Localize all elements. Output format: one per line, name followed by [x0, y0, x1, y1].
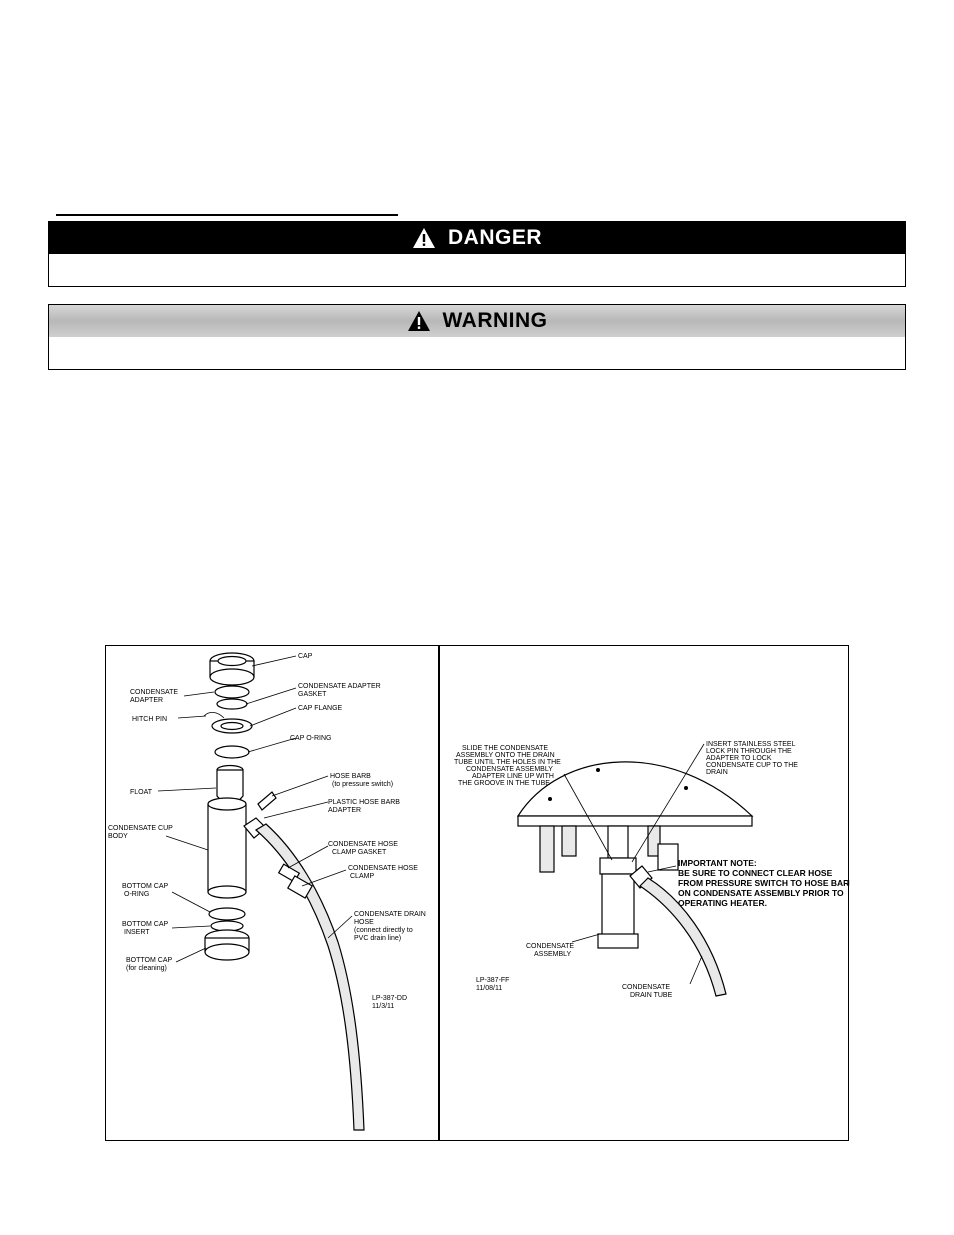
label-drain-hose-4: PVC drain line) — [354, 935, 401, 942]
label-hitch-pin: HITCH PIN — [132, 716, 167, 723]
danger-label: DANGER — [447, 226, 542, 249]
adapter-gasket-part — [216, 698, 248, 710]
cap-oring-part — [214, 745, 250, 759]
label-insert-4: CONDENSATE CUP TO THE — [706, 762, 798, 769]
drain-hose-part — [254, 823, 365, 1131]
label-plastic-barb-1: PLASTIC HOSE BARB — [328, 799, 400, 806]
label-code-right-1: LP-387-FF — [476, 977, 509, 984]
installation-diagram: SLIDE THE CONDENSATE ASSEMBLY ONTO THE D… — [454, 741, 850, 999]
label-drain-hose-1: CONDENSATE DRAIN — [354, 911, 426, 918]
label-cup-body-1: CONDENSATE CUP — [108, 825, 173, 832]
label-bottom-insert-2: INSERT — [124, 929, 150, 936]
leader-lines-right — [563, 743, 705, 985]
label-cap-oring: CAP O-RING — [290, 735, 332, 742]
label-plastic-barb-2: ADAPTER — [328, 807, 361, 814]
label-slide-3: TUBE UNTIL THE HOLES IN THE — [454, 759, 561, 766]
label-note-1: IMPORTANT NOTE: — [678, 858, 757, 868]
label-bottom-insert-1: BOTTOM CAP — [122, 921, 168, 928]
label-hose-barb-1: HOSE BARB — [330, 773, 371, 780]
cup-body-part — [207, 797, 267, 899]
label-insert-2: LOCK PIN THROUGH THE — [706, 748, 792, 755]
label-float: FLOAT — [130, 789, 153, 796]
label-bottom-oring-2: O-RING — [124, 891, 149, 898]
label-drain-hose-2: HOSE — [354, 919, 374, 926]
label-drain-tube-1: CONDENSATE — [622, 984, 670, 991]
label-adapter-gasket-1: CONDENSATE ADAPTER — [298, 683, 381, 690]
warning-box: WARNING — [48, 304, 906, 370]
warning-triangle-icon — [412, 228, 435, 248]
label-code-left-2: 11/3/11 — [372, 1003, 394, 1010]
section-rule — [56, 214, 398, 216]
warning-header: WARNING — [49, 305, 905, 337]
label-note-2: BE SURE TO CONNECT CLEAR HOSE — [678, 868, 833, 878]
label-bottom-oring-1: BOTTOM CAP — [122, 883, 168, 890]
hitch-pin-part — [203, 712, 225, 719]
cap-flange-part — [211, 718, 253, 734]
label-note-3: FROM PRESSURE SWITCH TO HOSE BARB — [678, 878, 850, 888]
danger-box: DANGER — [48, 221, 906, 287]
leader-lines — [157, 655, 353, 963]
label-adapter-gasket-2: GASKET — [298, 691, 327, 698]
label-drain-hose-3: (connect directly to — [354, 927, 413, 934]
cap-part — [209, 652, 255, 686]
label-note-4: ON CONDENSATE ASSEMBLY PRIOR TO — [678, 888, 844, 898]
label-hose-clamp-2: CLAMP — [350, 873, 374, 880]
label-slide-5: ADAPTER LINE UP WITH — [472, 773, 554, 780]
label-slide-1: SLIDE THE CONDENSATE — [462, 745, 548, 752]
label-hose-gasket-2: CLAMP GASKET — [332, 849, 387, 856]
condensate-adapter-part — [214, 685, 250, 699]
label-hose-barb-2: (to pressure switch) — [332, 781, 393, 788]
figure-divider — [438, 646, 440, 1140]
label-condensate-adapter-1: CONDENSATE — [130, 689, 178, 696]
label-drain-tube-2: DRAIN TUBE — [630, 992, 673, 999]
label-insert-3: ADAPTER TO LOCK — [706, 755, 772, 762]
warning-label: WARNING — [442, 309, 548, 332]
label-bottom-cap-2: (for cleaning) — [126, 965, 167, 972]
figure-frame: CAP CONDENSATE ADAPTER CONDENSATE ADAPTE… — [105, 645, 850, 1141]
label-hose-gasket-1: CONDENSATE HOSE — [328, 841, 398, 848]
heater-housing — [516, 761, 754, 873]
condensate-assembly-part — [597, 857, 653, 949]
label-slide-4: CONDENSATE ASSEMBLY — [466, 766, 553, 773]
label-hose-clamp-1: CONDENSATE HOSE — [348, 865, 418, 872]
danger-header: DANGER — [49, 222, 905, 254]
label-condensate-adapter-2: ADAPTER — [130, 697, 163, 704]
warning-triangle-icon — [407, 311, 430, 331]
label-cap-flange: CAP FLANGE — [298, 705, 343, 712]
label-assembly-2: ASSEMBLY — [534, 951, 572, 958]
label-code-right-2: 11/08/11 — [476, 985, 502, 992]
label-cap: CAP — [298, 653, 313, 660]
label-insert-1: INSERT STAINLESS STEEL — [706, 741, 796, 748]
drain-tube-stub — [607, 825, 629, 859]
label-note-5: OPERATING HEATER. — [678, 898, 767, 908]
label-bottom-cap-1: BOTTOM CAP — [126, 957, 172, 964]
label-insert-5: DRAIN — [706, 769, 728, 776]
hose-barb-part — [257, 791, 277, 811]
label-slide-2: ASSEMBLY ONTO THE DRAIN — [456, 752, 555, 759]
label-slide-6: THE GROOVE IN THE TUBE — [458, 780, 550, 787]
bottom-oring-part — [208, 907, 246, 921]
label-cup-body-2: BODY — [108, 833, 128, 840]
label-assembly-1: CONDENSATE — [526, 943, 574, 950]
label-code-left-1: LP-387-DD — [372, 995, 407, 1002]
exploded-view-diagram: CAP CONDENSATE ADAPTER CONDENSATE ADAPTE… — [108, 652, 426, 1131]
bottom-cap-part — [204, 929, 250, 961]
drain-tube-hose — [639, 877, 727, 997]
